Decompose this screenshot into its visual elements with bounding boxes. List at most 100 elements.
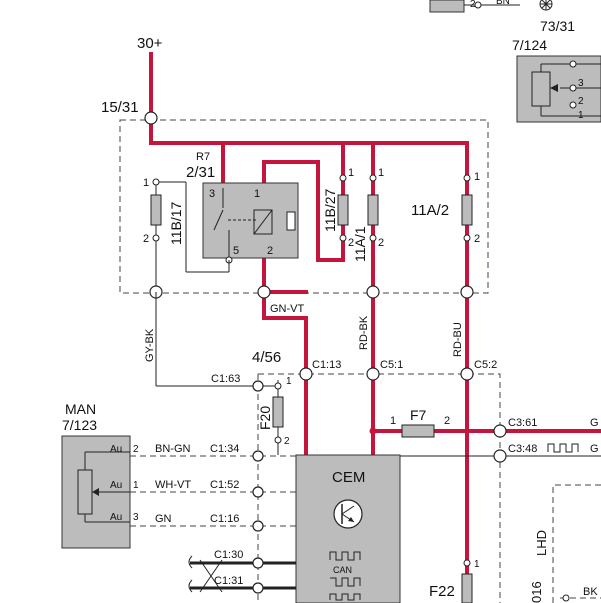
pin-label: 2: [470, 0, 476, 10]
label-lhd: LHD: [534, 530, 549, 556]
relay-pin-3: 3: [209, 188, 215, 200]
ground-symbol-icon: [539, 0, 553, 11]
connector-c1-30: C1:30: [214, 549, 243, 561]
fuse-11a1-icon: [367, 194, 379, 226]
pin-label: 3: [578, 78, 584, 89]
connector-dot: [339, 234, 347, 242]
junction-node: [460, 285, 474, 299]
junction-15-31: [144, 111, 158, 125]
wiper-arrow-icon: [92, 488, 99, 496]
lhd-housing-outline: [552, 484, 601, 603]
connector-c1-63: C1:63: [211, 373, 240, 385]
can-low-icon: [330, 577, 361, 587]
connector-c1-16: C1:16: [210, 513, 239, 525]
wire-color-wh-vt: WH-VT: [155, 479, 191, 491]
fuse-f22-icon: [461, 573, 473, 603]
pin-label: 1: [133, 480, 139, 491]
pin-label: 1: [143, 177, 149, 189]
component-73-31-body: [429, 0, 465, 13]
junction-c3-48: [493, 449, 507, 463]
relay-pin-5: 5: [233, 245, 239, 257]
wire-color-gy-bk: GY-BK: [144, 328, 156, 362]
pin-au: Au: [110, 480, 122, 491]
connector-dot: [474, 1, 482, 9]
twisted-pair-icon: [199, 559, 223, 593]
fuse-id-11b27: 11B/27: [322, 188, 338, 232]
connector-c1-13: C1:13: [312, 359, 341, 371]
component-id-partial: 016: [529, 581, 544, 603]
pin-label: 1: [348, 167, 354, 179]
wire-color-gn-vt: GN-VT: [270, 303, 305, 315]
fuse-11a2-icon: [461, 194, 473, 226]
connector-dot: [569, 60, 577, 68]
connector-dot: [369, 234, 377, 242]
connector-c5-2: C5:2: [474, 359, 497, 371]
junction-node: [252, 450, 264, 462]
relay-pin-2: 2: [267, 245, 273, 257]
relay-coil-icon: [253, 209, 273, 235]
relay-pin-1: 1: [254, 188, 260, 200]
pin-label: 1: [474, 559, 480, 570]
fuse-id-11b17: 11B/17: [168, 201, 184, 245]
pin-label: 3: [133, 512, 139, 523]
relay-resistor-icon: [286, 211, 296, 231]
pin-au: Au: [110, 512, 122, 523]
connector-dot: [339, 174, 347, 182]
connector-dot: [562, 594, 570, 602]
wire-break-icon: [188, 555, 193, 593]
pulse-signal-icon: [547, 443, 579, 453]
transistor-icon: [333, 499, 363, 529]
wire-color-rd-bu: RD-BU: [452, 322, 464, 357]
fuse-id-11a2: 11A/2: [411, 202, 449, 219]
wiper-arrow-icon: [550, 84, 558, 92]
terminal-30: 30+: [137, 35, 163, 52]
pin-label: 2: [284, 436, 290, 447]
junction-node: [252, 557, 264, 569]
fuse-11b17-icon: [150, 194, 162, 226]
junction-node: [366, 285, 380, 299]
connector-dot: [569, 84, 577, 92]
node-15-31: 15/31: [101, 99, 139, 116]
fuse-11b27-icon: [337, 194, 349, 226]
connector-c3-48: C3:48: [508, 443, 537, 455]
connector-c1-31: C1:31: [214, 575, 243, 587]
pin-label: 2: [474, 233, 480, 245]
junction-c5-2: [460, 367, 474, 381]
wire-color-bk: BK: [583, 586, 598, 598]
pin-label: 2: [378, 237, 384, 249]
connector-dot: [463, 559, 471, 567]
pin-label: 2: [133, 444, 139, 455]
wire-color-rd-bk: RD-BK: [358, 315, 370, 350]
pin-label: 2: [143, 233, 149, 245]
fuse-f20-icon: [272, 396, 284, 428]
pin-label: 1: [390, 415, 396, 427]
connector-dot: [274, 436, 282, 444]
wire-color-bn-gn: BN-GN: [155, 443, 191, 455]
relay-id-2-31: 2/31: [186, 164, 215, 181]
junction-node: [252, 582, 264, 594]
junction-node: [252, 486, 264, 498]
connector-dot: [569, 101, 577, 109]
connector-c5-1: C5:1: [380, 359, 403, 371]
cem-title: CEM: [332, 469, 365, 486]
junction-node: [252, 380, 264, 392]
fuse-id-11a1: 11A/1: [352, 226, 368, 262]
wire-gn-vt: [262, 290, 308, 457]
connector-dot: [463, 234, 471, 242]
component-id-7-124: 7/124: [512, 37, 547, 53]
connector-dot: [369, 174, 377, 182]
pin-label: 2: [578, 96, 584, 107]
wire-color-gn: GN: [155, 513, 172, 525]
sensor-7-124-body: [516, 55, 601, 123]
pin-au: Au: [110, 444, 122, 455]
connector-c1-34: C1:34: [210, 443, 239, 455]
wire-color-bn: BN: [496, 0, 510, 7]
can-high-icon: [329, 551, 361, 561]
truncated-label: G: [590, 417, 599, 429]
pin-label: 1: [474, 171, 480, 183]
fuse-id-f20: F20: [257, 406, 273, 430]
connector-dot: [463, 174, 471, 182]
pin-label: 1: [286, 376, 292, 387]
junction-c3-61: [493, 424, 507, 438]
